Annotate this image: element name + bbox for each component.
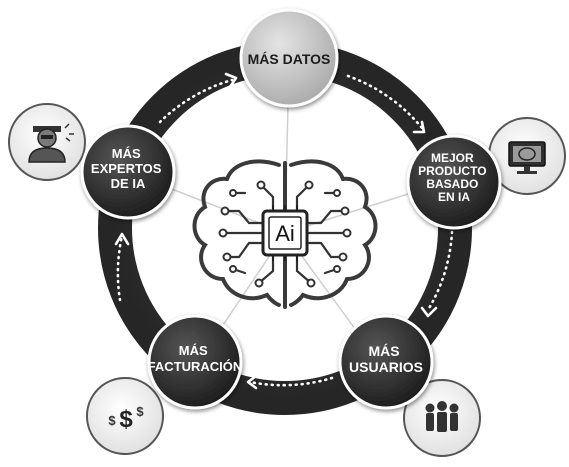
side-icon-users	[403, 379, 481, 457]
side-icon-money: $ $ $	[86, 377, 164, 455]
svg-text:MÁS USUARIOS: MÁS USUARIOS	[349, 343, 423, 375]
node-mas-datos: MÁS DATOS	[239, 8, 339, 108]
node-label-line: MEJOR	[431, 151, 474, 165]
node-mejor-producto: MEJOR PRODUCTO BASADO EN IA	[406, 134, 502, 230]
side-icon-monitor	[488, 117, 566, 195]
ai-expert-person-icon	[28, 123, 74, 163]
svg-text:MÁS FACTURACIÓN: MÁS FACTURACIÓN	[148, 343, 243, 374]
svg-text:$: $	[136, 404, 144, 419]
node-label-line: USUARIOS	[349, 359, 423, 375]
node-mas-usuarios: MÁS USUARIOS	[338, 314, 434, 410]
side-icon-expert	[8, 103, 86, 181]
node-label-line: DE IA	[111, 176, 146, 191]
brain-circuit-icon: Ai	[192, 159, 378, 309]
node-label-line: FACTURACIÓN	[148, 359, 243, 374]
dollar-signs-icon: $ $ $	[108, 404, 144, 433]
node-label-line: BASADO	[426, 177, 478, 191]
brain-monitor-icon	[508, 141, 546, 174]
node-label-line: EN IA	[438, 190, 470, 204]
cycle-arrows	[116, 74, 454, 387]
svg-text:$: $	[119, 406, 133, 433]
arrow-path-5	[116, 234, 124, 302]
arrow-path-1	[158, 78, 234, 124]
svg-text:MEJOR PRODUCTO BAS: MEJOR PRODUCTO BASADO EN IA	[418, 151, 490, 204]
arrow-path-2	[346, 74, 424, 130]
arrow-head-4	[246, 374, 258, 390]
arrow-head-3	[420, 306, 438, 318]
svg-text:$: $	[108, 413, 116, 428]
arrow-head-5	[114, 232, 130, 246]
ai-chip-label: Ai	[275, 221, 295, 246]
svg-text:MÁS DATOS: MÁS DATOS	[248, 51, 331, 67]
arrow-head-2	[412, 120, 426, 134]
node-mas-expertos: MÁS EXPERTOS DE IA	[80, 124, 176, 220]
arrow-path-3	[426, 230, 454, 312]
arrow-path-4	[248, 376, 334, 387]
node-label-line: MÁS	[179, 343, 208, 358]
arrow-head-1	[224, 72, 238, 89]
node-mas-facturacion: MÁS FACTURACIÓN	[147, 314, 243, 410]
node-label-line: MÁS	[368, 343, 399, 359]
svg-text:MÁS EXPERTOS DE IA: MÁS EXPERTOS DE IA	[91, 146, 165, 191]
node-label-line: MÁS	[112, 146, 141, 161]
users-group-icon	[425, 401, 459, 432]
node-label-line: MÁS DATOS	[248, 51, 331, 67]
node-label-line: PRODUCTO	[418, 164, 486, 178]
arrow-heads	[114, 72, 438, 390]
node-label-line: EXPERTOS	[91, 161, 162, 176]
